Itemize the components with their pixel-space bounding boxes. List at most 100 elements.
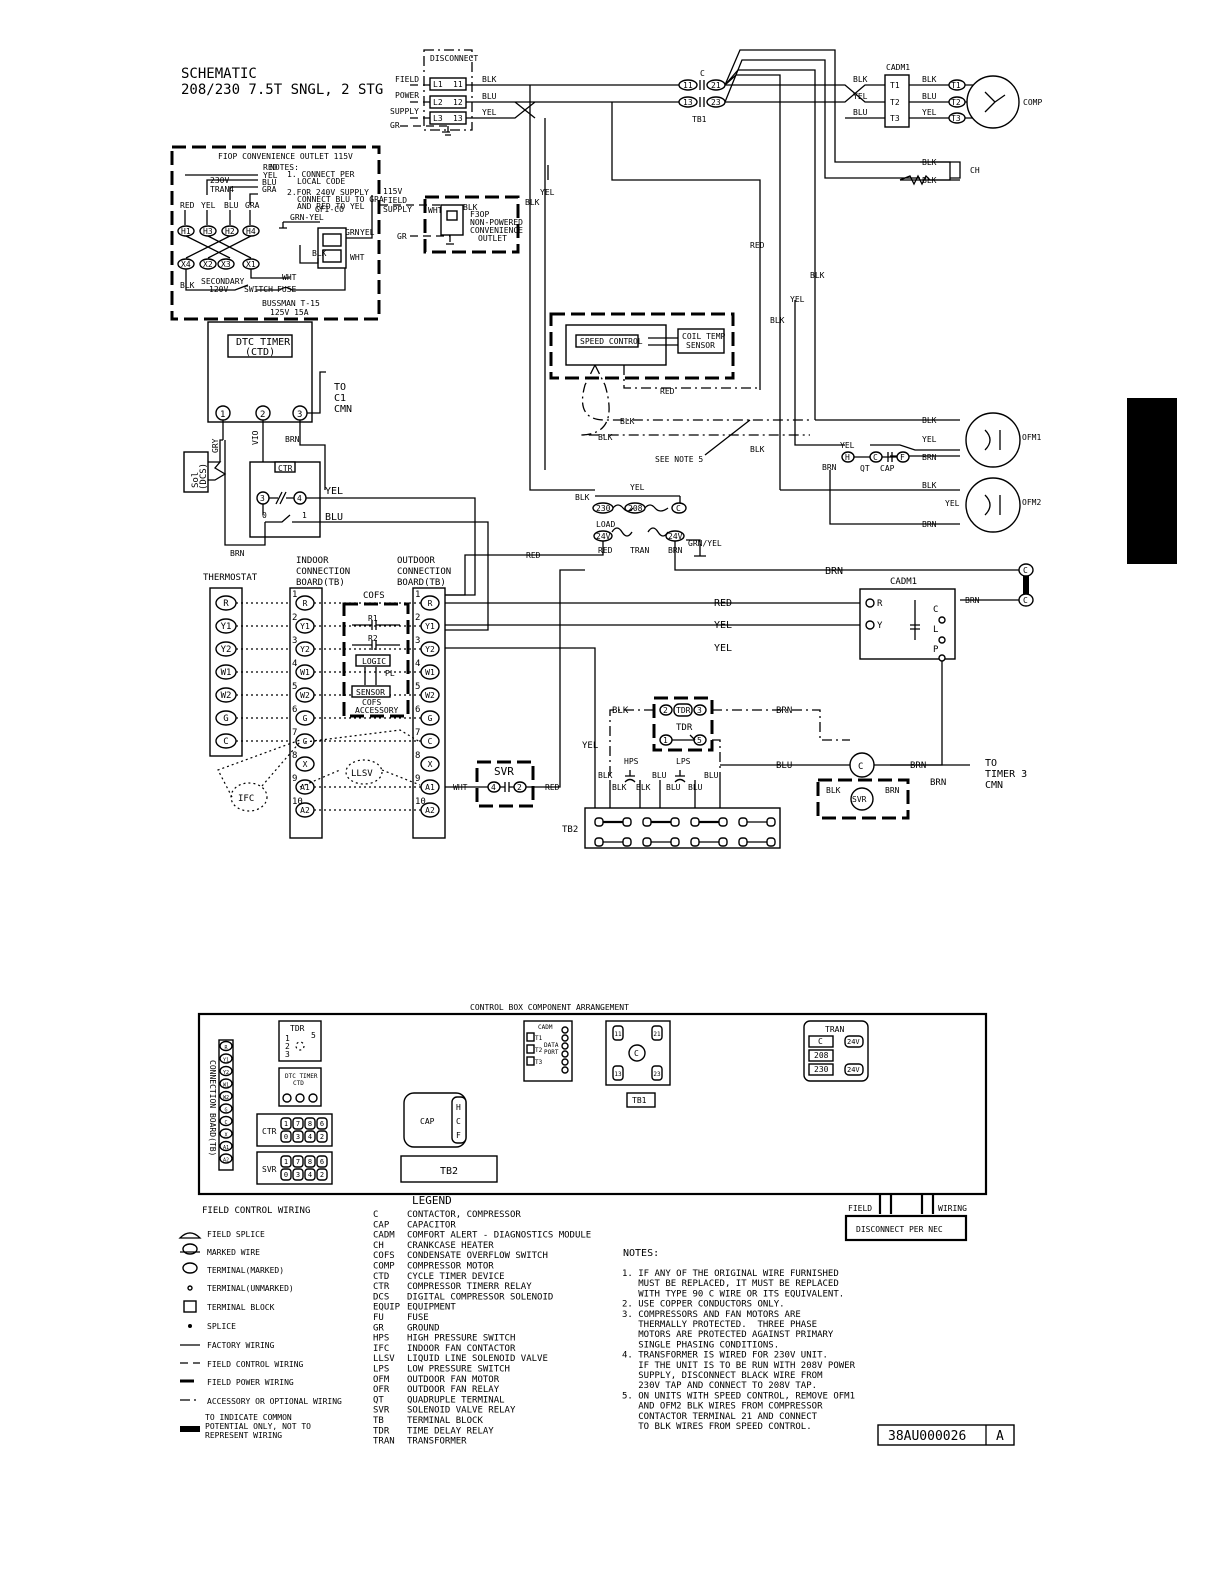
- arr-ctr-terms-6: 4: [308, 1133, 312, 1141]
- f3op-blk: BLK: [463, 203, 478, 212]
- cap-label: CAP: [880, 464, 895, 473]
- outdoor-num-5: 6: [415, 705, 420, 715]
- dtc-t3: 3: [297, 410, 302, 420]
- disc-13: 13: [453, 114, 463, 123]
- fiop-gfi: GFI-CO: [315, 205, 344, 214]
- tran-label: TRAN: [630, 546, 649, 555]
- indoor-term-0: R: [303, 599, 308, 608]
- legend-abbr-6: CTD: [373, 1272, 389, 1282]
- comp-t1: T1: [951, 81, 961, 90]
- arr-tb2-label: TB2: [440, 1166, 458, 1177]
- arr-cadm-t1: T1: [535, 1035, 543, 1042]
- fiop-notes-0: NOTES:: [270, 163, 299, 172]
- legend-def-15: LOW PRESSURE SWITCH: [407, 1365, 510, 1375]
- arr-cadm-t2: T2: [535, 1047, 543, 1054]
- wire-blk-l1: BLK: [482, 75, 497, 84]
- field-label: FIELD: [395, 75, 419, 84]
- indoor-num-4: 5: [292, 682, 297, 692]
- thermostat-term-3: W1: [221, 668, 232, 678]
- legend-sym-2: MARKED WIRE: [207, 1248, 260, 1257]
- legend-abbr-0: C: [373, 1210, 378, 1220]
- arr-cadm: CADM T1 T2 T3 DATA PORT: [523, 1020, 573, 1082]
- wire-blu-lps1: BLU: [652, 771, 667, 780]
- note-line-14: CONTACTOR TERMINAL 21 AND CONNECT: [622, 1412, 818, 1422]
- cadm-t3: T3: [890, 114, 900, 123]
- ctr-0: 0: [262, 511, 267, 520]
- outdoor-term-8: A1: [425, 783, 435, 792]
- legend-sym-1: FIELD SPLICE: [207, 1230, 265, 1239]
- ctr-label: CTR: [278, 464, 293, 473]
- legend-sym-6: SPLICE: [207, 1322, 236, 1331]
- legend-def-3: CRANKCASE HEATER: [407, 1241, 494, 1251]
- arr-conn-label: CONNECTION BOARD(TB): [208, 1060, 217, 1156]
- arr-tdr-3: 3: [285, 1050, 290, 1059]
- drawing-number: 38AU000026: [888, 1429, 966, 1444]
- legend-abbr-4: COFS: [373, 1251, 395, 1261]
- to-timer-1: TIMER 3: [985, 769, 1027, 780]
- arr-port: PORT: [544, 1049, 559, 1056]
- wire-yel-tran: YEL: [630, 483, 645, 492]
- wire-yel-ctr: YEL: [325, 486, 343, 497]
- indoor-label-2: BOARD(TB): [296, 578, 345, 588]
- indoor-num-8: 9: [292, 774, 297, 784]
- arr-tdr-label: TDR: [290, 1024, 305, 1033]
- fiop-secondary: SECONDARY: [201, 277, 245, 286]
- legend-def-18: QUADRUPLE TERMINAL: [407, 1395, 505, 1405]
- wire-blk-ofm2: BLK: [922, 481, 937, 490]
- note-line-12: 5. ON UNITS WITH SPEED CONTROL, REMOVE O…: [622, 1391, 855, 1401]
- outdoor-term-0: R: [428, 599, 433, 608]
- wire-blk-ch1: BLK: [922, 158, 937, 167]
- wire-yel-comp: YEL: [922, 108, 937, 117]
- indoor-num-6: 7: [292, 728, 297, 738]
- wire-blu-ctr: BLU: [325, 512, 343, 523]
- sol-dcs: Sol (DCS): [183, 439, 227, 493]
- f3op-label-0: F3OP: [470, 210, 489, 219]
- drawing-number-box: 38AU000026 A: [877, 1424, 1015, 1446]
- cadm1-top-label: CADM1: [886, 63, 910, 72]
- arr-cap-h: H: [456, 1103, 461, 1112]
- disc-l2: L2: [433, 98, 443, 107]
- ofm1-label: OFM1: [1022, 433, 1041, 442]
- fiop-notes-1: 1. CONNECT PER: [287, 170, 355, 179]
- legend-def-4: CONDENSATE OVERFLOW SWITCH: [407, 1251, 548, 1261]
- cadm-y: Y: [877, 621, 883, 631]
- arr-cadm-t3: T3: [535, 1059, 543, 1066]
- fiop-h2: H2: [225, 227, 235, 236]
- gr-label: GR: [390, 121, 400, 130]
- wire-blk-comp: BLK: [922, 75, 937, 84]
- indoor-num-5: 6: [292, 705, 297, 715]
- disc-12: 12: [453, 98, 463, 107]
- legend-def-2: COMFORT ALERT - DIAGNOSTICS MODULE: [407, 1231, 591, 1241]
- fiop-title: FIOP CONVENIENCE OUTLET 115V: [218, 152, 353, 161]
- legend-abbr-5: COMP: [373, 1262, 395, 1272]
- thermostat-term-2: Y2: [221, 645, 232, 655]
- f3op-supply: SUPPLY: [383, 205, 412, 214]
- cofs-r1: R1: [368, 614, 378, 623]
- cofs-acc-0: COFS: [362, 698, 381, 707]
- arr-tran-label: TRAN: [825, 1025, 844, 1034]
- contactor: C 11 13 21 23 TB1: [678, 69, 726, 124]
- outdoor-term-4: W2: [425, 691, 435, 700]
- cadm-r: R: [877, 599, 883, 609]
- disc-11: 11: [453, 80, 463, 89]
- note-line-7: SINGLE PHASING CONDITIONS.: [622, 1340, 779, 1350]
- arr-svr-terms-2: 8: [308, 1158, 312, 1166]
- arr-cap-f: F: [456, 1131, 461, 1140]
- comp-label: COMP: [1023, 98, 1042, 107]
- wire-yel-v: YEL: [790, 295, 805, 304]
- legend-sym-10: ACCESSORY OR OPTIONAL WIRING: [207, 1397, 342, 1406]
- contactor-11: 11: [683, 81, 693, 90]
- dtc-cmn: CMN: [334, 404, 352, 415]
- wire-yel-l3: YEL: [482, 108, 497, 117]
- arr-dtc: DTC TIMER CTD: [278, 1067, 322, 1107]
- note-line-1: MUST BE REPLACED, IT MUST BE REPLACED: [622, 1279, 839, 1289]
- svr-t2: 2: [517, 783, 522, 792]
- indoor-num-3: 4: [292, 659, 297, 669]
- outdoor-num-8: 9: [415, 774, 420, 784]
- comp-t3: T3: [951, 114, 961, 123]
- fiop-notes-4: CONNECT BLU TO GRA: [297, 195, 384, 204]
- cadm-l: L: [933, 625, 938, 635]
- disconnect-per-nec: [844, 1214, 968, 1242]
- dtc-t1: 1: [220, 410, 225, 420]
